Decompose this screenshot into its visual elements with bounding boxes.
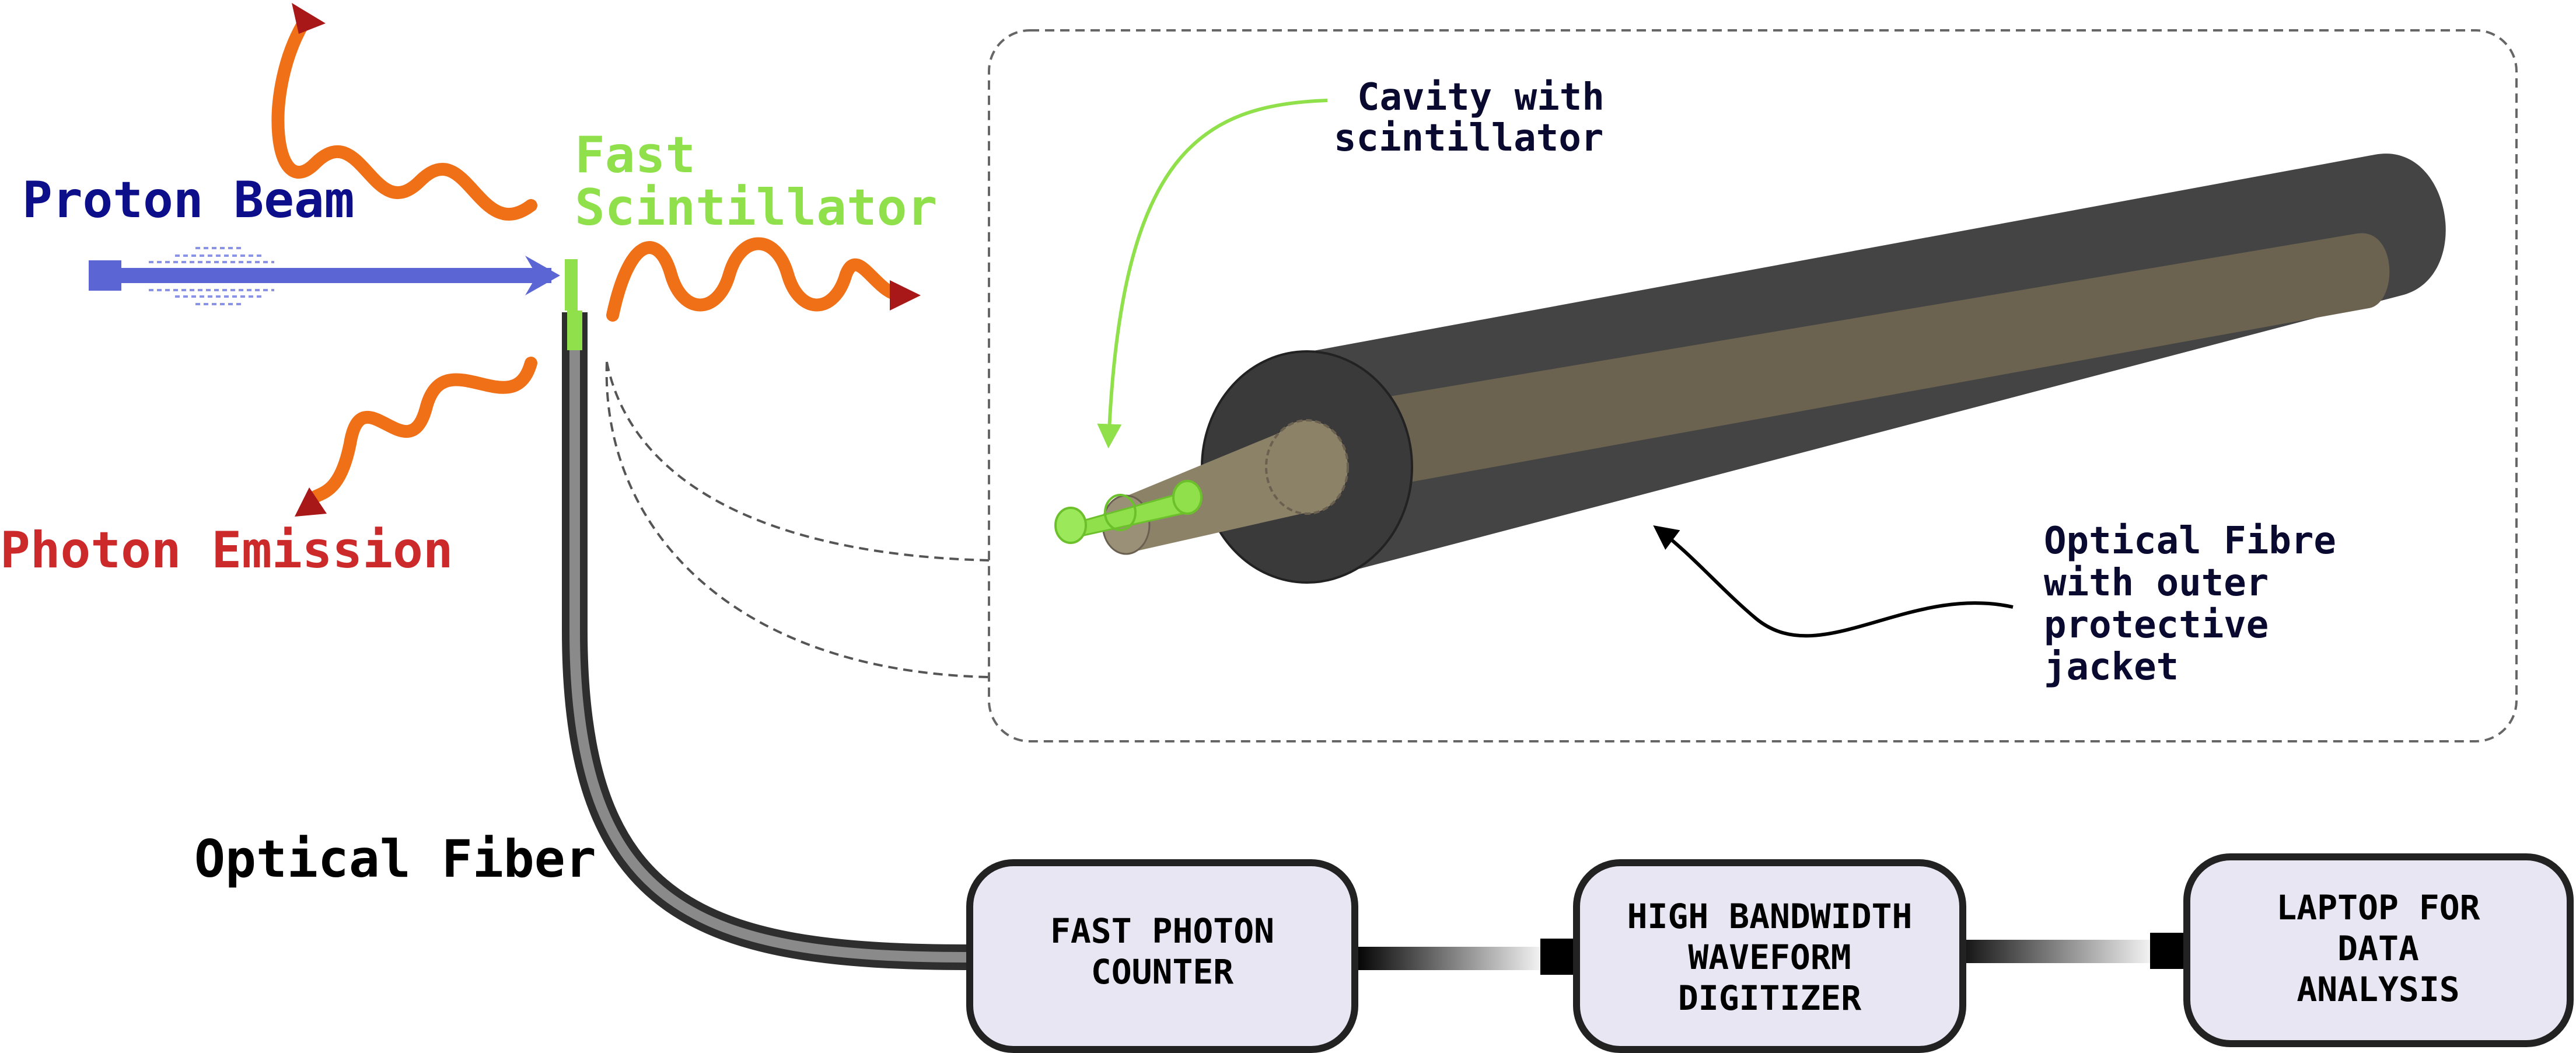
proton-beam-motion-lines	[149, 247, 274, 305]
fast-scintillator-label-line-2: Scintillator	[575, 179, 937, 237]
proton-beam-arrowhead	[525, 256, 560, 295]
cavity-label: Cavity with scintillator	[1334, 76, 1605, 160]
fiber-core-face	[1265, 419, 1349, 515]
waveform-digitizer-box: HIGH BANDWIDTH WAVEFORM DIGITIZER	[1573, 859, 1966, 1053]
fibre-jacket-label: Optical Fibre with outer protective jack…	[2044, 519, 2336, 689]
photon-arrowhead-up	[292, 3, 326, 34]
fast-photon-counter-line-2: COUNTER	[1091, 952, 1234, 992]
cavity-label-line-2: scintillator	[1334, 117, 1603, 160]
fibre-jacket-label-line-1: Optical Fibre	[2044, 519, 2336, 563]
fast-scintillator	[565, 259, 578, 311]
laptop-analysis-line-3: ANALYSIS	[2297, 970, 2459, 1009]
fast-scintillator-label: Fast Scintillator	[575, 126, 937, 237]
digitizer-to-laptop-cable	[1960, 940, 2150, 963]
proton-beam-shaft	[120, 268, 551, 283]
waveform-digitizer-line-3: DIGITIZER	[1678, 978, 1861, 1018]
fast-photon-counter-box: FAST PHOTON COUNTER	[966, 859, 1358, 1053]
waveform-digitizer-line-2: WAVEFORM	[1688, 937, 1851, 977]
photon-wave-right	[606, 237, 905, 322]
fibre-jacket-label-line-3: protective	[2044, 604, 2269, 647]
photon-wave-lower-left	[303, 357, 537, 508]
optical-fiber-label: Optical Fiber	[194, 829, 596, 889]
fiber-3d-model	[1054, 154, 2446, 584]
photon-arrowhead-right	[890, 280, 921, 311]
fiber-tip-scintillator	[567, 311, 582, 350]
cavity-scintillator	[1054, 480, 1203, 544]
waveform-digitizer-line-1: HIGH BANDWIDTH	[1627, 897, 1913, 936]
fibre-jacket-label-line-4: jacket	[2044, 646, 2179, 689]
photon-emission-label: Photon Emission	[0, 521, 453, 580]
proton-beam-source	[89, 260, 121, 291]
counter-to-digitizer-cable	[1354, 947, 1540, 970]
fast-scintillator-label-line-1: Fast	[575, 126, 695, 184]
jacket-pointer-arrow	[1653, 525, 2014, 638]
photon-emission-waves	[271, 17, 905, 508]
laptop-analysis-line-2: DATA	[2337, 929, 2419, 968]
proton-beam	[89, 247, 560, 305]
proton-beam-label: Proton Beam	[22, 171, 355, 229]
laptop-input-connector	[2150, 933, 2186, 969]
laptop-analysis-line-1: LAPTOP FOR	[2276, 888, 2480, 928]
cavity-label-line-1: Cavity with	[1357, 76, 1605, 119]
photon-wave-upper-left	[271, 17, 537, 221]
fiber-core-inner	[1307, 233, 2390, 501]
photon-arrowhead-down	[295, 487, 327, 517]
fiber-core-protrusion	[1126, 421, 1307, 553]
laptop-analysis-box: LAPTOP FOR DATA ANALYSIS	[2183, 853, 2574, 1047]
digitizer-input-connector	[1540, 939, 1577, 975]
fibre-jacket-label-line-2: with outer	[2044, 562, 2269, 605]
cavity-pointer-arrow	[1097, 99, 1328, 449]
optical-fiber-core	[569, 312, 969, 963]
fast-photon-counter-line-1: FAST PHOTON	[1050, 911, 1274, 951]
zoom-callout-lines	[605, 361, 990, 678]
